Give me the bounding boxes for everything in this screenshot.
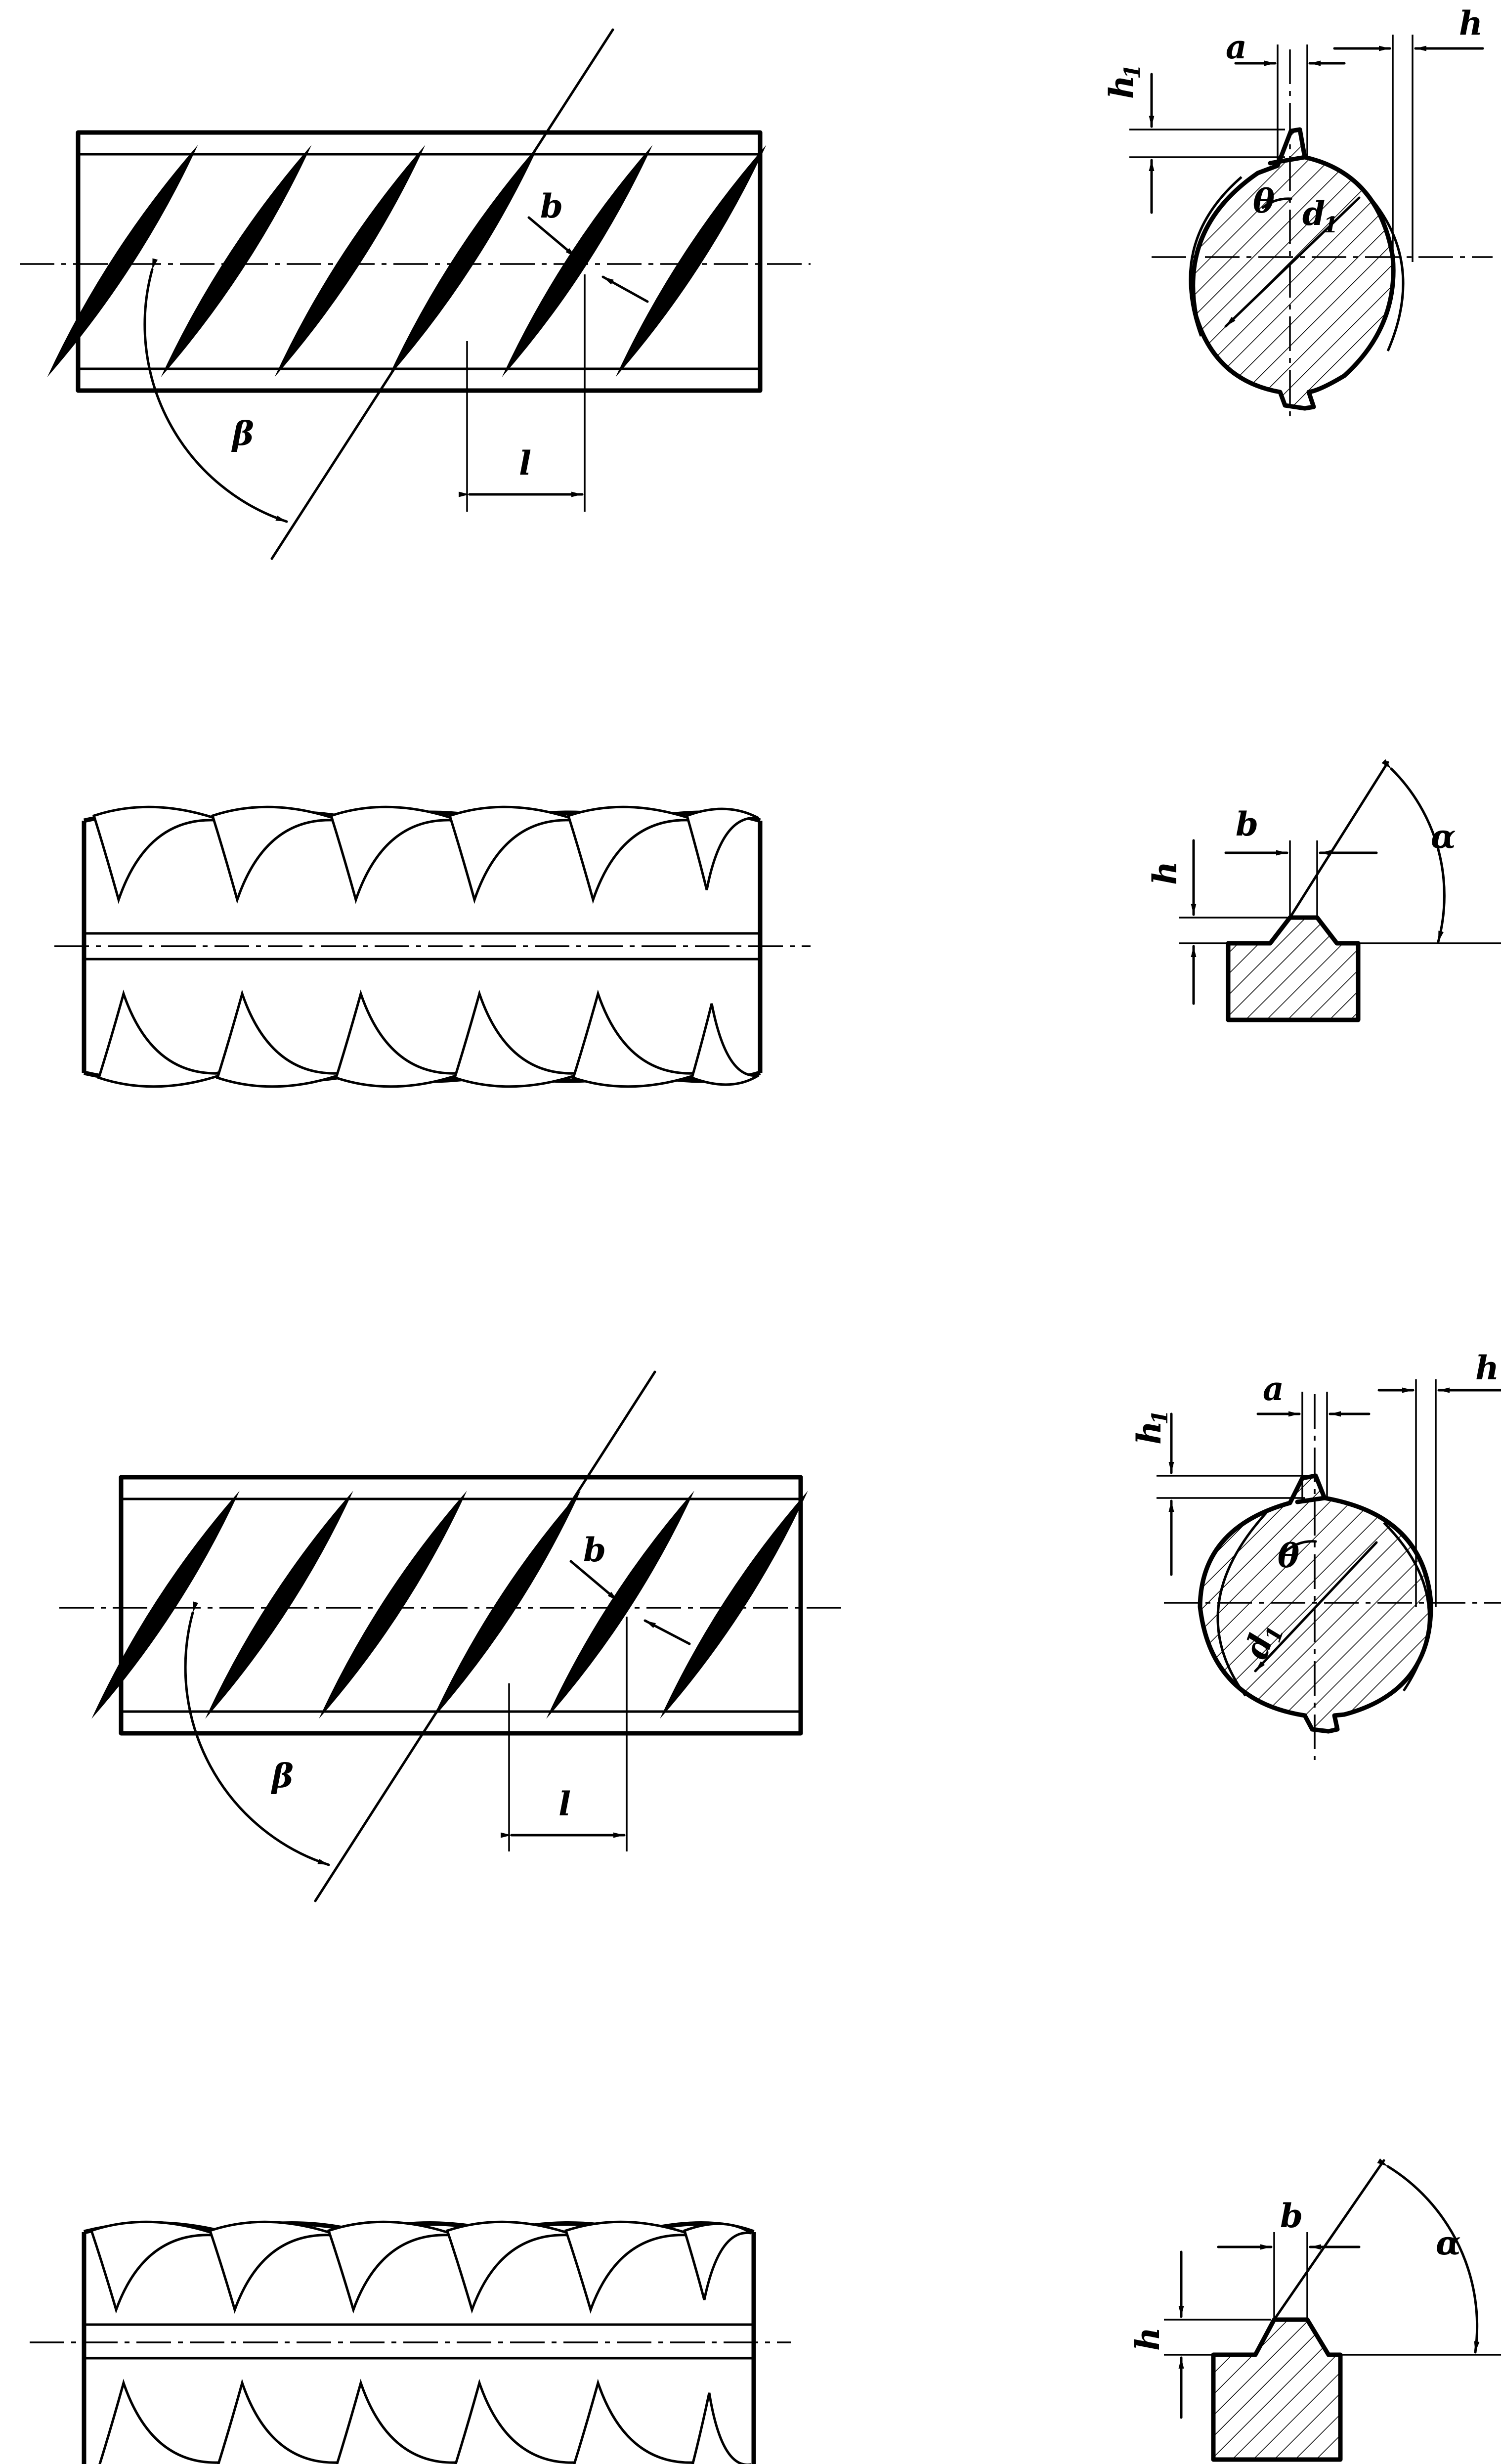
fig1-d1-leader xyxy=(1224,196,1361,328)
fig4-alpha-angle-arc xyxy=(1377,2158,1480,2354)
fig1-cross-section: a h h 1 θ d 1 xyxy=(1102,4,1493,419)
fig1-h-label: h xyxy=(1459,4,1483,43)
fig3-theta-label: θ xyxy=(1278,1537,1299,1575)
fig1-h1-label-group: h 1 xyxy=(1102,64,1145,99)
fig1-theta-label: θ xyxy=(1253,182,1275,220)
fig2-flank-extension xyxy=(1288,761,1389,919)
fig4-crescent-rib-bottom xyxy=(573,2378,702,2464)
fig1-b-label: b xyxy=(540,187,563,225)
fig4-side-view xyxy=(30,2220,791,2464)
fig1-side-view: β b l xyxy=(20,28,811,560)
fig3-rib xyxy=(91,1491,240,1719)
fig3-h1-label: h xyxy=(1130,1421,1168,1445)
fig1-h1-subscript: 1 xyxy=(1120,64,1145,79)
fig4-crescent-rib-bottom xyxy=(336,2378,465,2464)
fig3-cross-section: a h h 1 θ d 1 xyxy=(1130,1349,1501,1760)
fig2-side-view xyxy=(54,805,811,1088)
fig2-crescent-rib-bottom xyxy=(215,989,346,1088)
fig4-crescent-rib-top xyxy=(683,2222,752,2300)
fig2-alpha-label: α xyxy=(1431,817,1456,856)
fig1-l-label: l xyxy=(519,444,531,483)
fig3-b-arrow-top xyxy=(569,1560,619,1602)
fig2-crescent-rib-bottom xyxy=(690,1003,760,1086)
fig3-theta-arc xyxy=(1283,1540,1317,1554)
fig2-crescent-rib-bottom xyxy=(453,989,584,1088)
fig4-crescent-rib-bottom xyxy=(454,2378,584,2464)
fig1-rib xyxy=(47,145,198,377)
fig4-h-label: h xyxy=(1128,2327,1167,2351)
fig4-flank-extension xyxy=(1273,2159,1385,2321)
fig4-h-label-group: h xyxy=(1128,2327,1167,2351)
fig2-rib-profile: α b h xyxy=(1146,759,1501,1022)
fig3-a-label: a xyxy=(1263,1369,1284,1408)
fig4-crescent-rib-top xyxy=(564,2220,695,2314)
fig2-h-label: h xyxy=(1146,861,1184,885)
fig3-d1-leader xyxy=(1254,1541,1378,1672)
fig3-bar-outline xyxy=(119,1475,803,1736)
fig1-b-arrow-top xyxy=(527,216,577,259)
fig2-crescent-rib-top xyxy=(92,805,223,904)
fig1-theta-arc xyxy=(1261,197,1292,209)
fig2-crescent-rib-top xyxy=(329,805,460,904)
fig1-d1-subscript: 1 xyxy=(1323,213,1338,238)
fig3-rib xyxy=(660,1491,808,1719)
fig2-alpha-angle-arc xyxy=(1381,759,1446,943)
fig3-h-label: h xyxy=(1475,1349,1499,1387)
fig2-crescent-rib-top xyxy=(566,805,697,904)
fig4-crescent-rib-top xyxy=(327,2220,458,2314)
fig2-crescent-rib-bottom xyxy=(97,989,228,1088)
fig3-rib-crest-left xyxy=(1216,1512,1267,1697)
fig1-beta-label: β xyxy=(231,414,254,453)
fig3-b-arrow-bottom xyxy=(643,1619,691,1645)
fig2-crescent-rib-bottom xyxy=(571,989,702,1088)
fig1-rib-crest-right xyxy=(1361,187,1405,352)
fig4-crescent-rib-top xyxy=(89,2220,220,2314)
fig2-b-label: b xyxy=(1236,805,1258,843)
fig1-rib xyxy=(502,145,653,377)
fig3-h1-subscript: 1 xyxy=(1148,1409,1173,1425)
fig2-crescent-rib-top xyxy=(685,807,760,890)
fig4-crescent-rib-top xyxy=(208,2220,339,2314)
fig3-rib-direction-line xyxy=(314,1370,656,1902)
fig1-a-label: a xyxy=(1226,28,1247,66)
fig1-beta-angle-arc xyxy=(143,258,288,523)
fig4-crescent-rib-bottom xyxy=(691,2392,751,2464)
fig3-rib xyxy=(319,1491,467,1719)
fig3-rib-crest-right xyxy=(1383,1522,1430,1692)
fig1-rib xyxy=(615,145,767,377)
fig4-b-label: b xyxy=(1280,2197,1303,2235)
fig1-b-arrow-bottom xyxy=(601,275,649,303)
fig2-crescent-rib-top xyxy=(211,805,342,904)
fig1-d1-label: d xyxy=(1302,194,1325,233)
fig2-crescent-rib-top xyxy=(448,805,579,904)
fig3-rib xyxy=(546,1491,694,1719)
fig3-beta-label: β xyxy=(270,1757,294,1795)
fig4-rib-profile-shape xyxy=(1211,2317,1343,2462)
fig1-section-shape xyxy=(1191,127,1396,411)
fig3-l-label: l xyxy=(558,1785,571,1823)
fig4-crescent-rib-bottom xyxy=(217,2378,346,2464)
fig3-beta-angle-arc xyxy=(184,1601,330,1866)
fig1-h1-label: h xyxy=(1102,75,1141,99)
fig4-alpha-label: α xyxy=(1436,2224,1461,2262)
fig2-rib-profile-shape xyxy=(1226,915,1361,1022)
fig2-crescent-rib-bottom xyxy=(334,989,465,1088)
fig1-rib xyxy=(274,145,426,377)
fig4-crescent-rib-bottom xyxy=(98,2378,228,2464)
fig4-crescent-rib-top xyxy=(445,2220,576,2314)
fig2-h-label-group: h xyxy=(1146,861,1184,885)
fig1-rib-direction-line xyxy=(270,28,614,560)
fig3-h1-label-group: h 1 xyxy=(1130,1409,1173,1445)
fig1-bar-outline xyxy=(76,130,763,393)
fig4-rib-profile: α b h xyxy=(1128,2158,1501,2462)
fig3-b-label: b xyxy=(583,1531,606,1569)
fig1-rib-crest-left xyxy=(1189,176,1243,337)
fig3-side-view: β b l xyxy=(59,1370,848,1902)
